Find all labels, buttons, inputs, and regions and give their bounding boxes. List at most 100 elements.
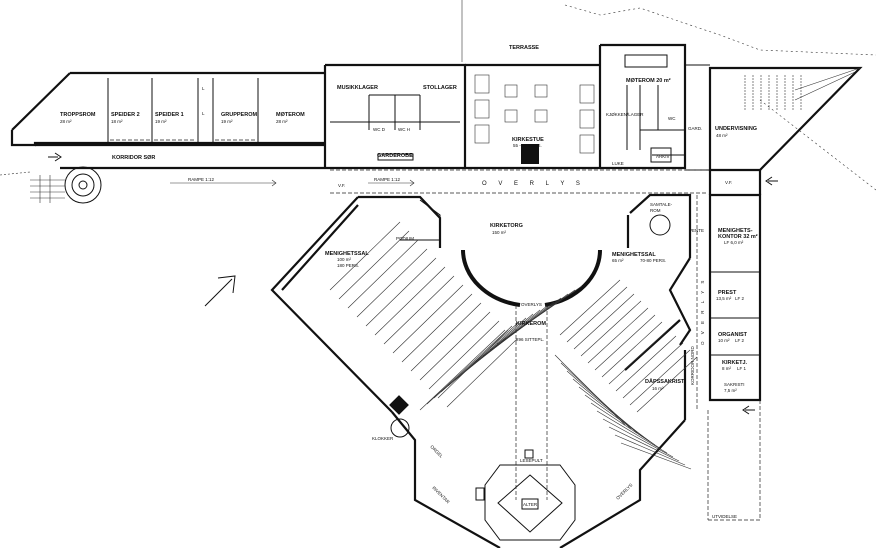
room-stollager: STOLLAGER (423, 85, 457, 91)
room-undervisning-area: 48 m² (716, 133, 728, 138)
pew (419, 311, 491, 381)
pew (392, 284, 464, 354)
pew (383, 275, 455, 345)
pew (566, 286, 628, 343)
table (534, 84, 548, 98)
pew (587, 307, 649, 364)
pew (559, 279, 621, 336)
pew (622, 342, 684, 399)
samtalerom-label-2: ROM (650, 208, 661, 213)
pew (620, 442, 692, 470)
kirketjener-label: KIRKETJ. (722, 360, 748, 366)
menighetssal-west: MENIGHETSSAL (325, 251, 369, 257)
kirkerom-label: KIRKEROM (516, 321, 546, 327)
undervisning-seating (744, 75, 802, 110)
overlys-label: O V E R L Y S (482, 181, 585, 187)
room-gard: GARD. (688, 126, 702, 131)
klokker-label: KLOKKER (372, 436, 394, 441)
pew (374, 266, 446, 336)
wc-herrer: WC H (398, 127, 410, 132)
table (504, 84, 518, 98)
menighetskontor-label: MENIGHETS- (718, 228, 753, 234)
organist-lf: LF 2 (735, 338, 745, 343)
table (474, 99, 490, 119)
podium-label: PODIUM (396, 236, 414, 241)
pew (329, 221, 401, 291)
storage-l1: L (202, 86, 205, 91)
pew (426, 325, 513, 405)
pew (356, 248, 428, 318)
room-grupperom: GRUPPEROM (221, 112, 257, 118)
pew (584, 394, 656, 446)
sakristi-label: SAKRISTI (724, 382, 745, 387)
vf-east: V.F. (725, 180, 732, 185)
korridor-nord: KORRIDOR NORD (690, 345, 695, 385)
wc-damer: WC D (373, 127, 386, 132)
organist-area: 10 m² (718, 338, 730, 343)
pew (428, 320, 500, 390)
dapssakristi-area: 16 m² (652, 386, 664, 391)
luke-label: LUKE (612, 161, 624, 166)
menighetssal-west-area: 100 m² (337, 257, 352, 262)
utvidelse-label: UTVIDELSE (712, 514, 737, 519)
east-wing (649, 193, 762, 521)
room-wc-hc: WC (668, 116, 676, 121)
kirkerom-capacity: 296 SITTEPL. (516, 337, 544, 342)
pew (433, 321, 520, 399)
table (474, 124, 490, 144)
staircase-south (30, 166, 102, 204)
rampe-south: RAMPE 1:12 (188, 177, 215, 182)
room-speider-2: SPEIDER 2 (111, 112, 140, 118)
pew (338, 230, 410, 300)
pew (590, 402, 662, 450)
kirketorg-label: KIRKETORG (490, 223, 523, 229)
menighetssal-east: MENIGHETSSAL (612, 252, 656, 258)
menighetssal-east-capacity: 70-80 PERS. (640, 258, 666, 263)
room-speider-1: SPEIDER 1 (155, 112, 184, 118)
menighetssal-east-area: 65 m² (612, 258, 624, 263)
pew (580, 300, 642, 357)
north-block (598, 43, 863, 195)
pew (614, 434, 686, 466)
room-troppsrom-area: 28 m² (60, 119, 72, 124)
entrance-arrow-east (742, 405, 755, 415)
table (474, 74, 490, 94)
menighetssal-west-capacity: 180 PERS. (337, 263, 359, 268)
room-undervisning: UNDERVISNING (715, 126, 757, 132)
room-speider-2-area: 18 m² (111, 119, 123, 124)
pew (594, 314, 656, 371)
entrance-arrow-north (765, 176, 778, 186)
pew (596, 410, 668, 454)
sakristi-area: 7,5 m² (724, 388, 737, 393)
alter-label: ALTER (523, 502, 538, 507)
organist-label: ORGANIST (718, 332, 748, 338)
storage-l2: L (202, 111, 205, 116)
prest-label: PREST (718, 290, 737, 296)
pew (602, 418, 674, 458)
vf-west: V.F. (338, 183, 345, 188)
pew (496, 285, 583, 345)
overlys-east: O V E R L Y S (700, 278, 705, 345)
pew (615, 335, 677, 392)
church (270, 193, 698, 548)
room-speider-1-area: 19 m² (155, 119, 167, 124)
lesepult-label: LESEPULT (520, 458, 543, 463)
room-moterom-south-area: 28 m² (276, 119, 288, 124)
pew (573, 293, 635, 350)
pew (636, 356, 698, 413)
direction-arrow (204, 275, 236, 307)
pew (608, 426, 680, 462)
room-moterom-south: MØTEROM (276, 112, 305, 118)
middle-block (323, 63, 467, 187)
pew (629, 349, 691, 406)
pews (329, 221, 698, 470)
kirketjener-lf: LF 1 (737, 366, 747, 371)
table (579, 134, 595, 154)
kirkestue-capacity: 55 - 60 PERS. (513, 143, 542, 148)
inventar-label: INVENTAR (431, 485, 451, 505)
table (534, 109, 548, 123)
pew (410, 302, 482, 372)
samtalerom-label: SAMTALE- (650, 202, 673, 207)
terrasse-label: TERRASSE (509, 45, 539, 51)
